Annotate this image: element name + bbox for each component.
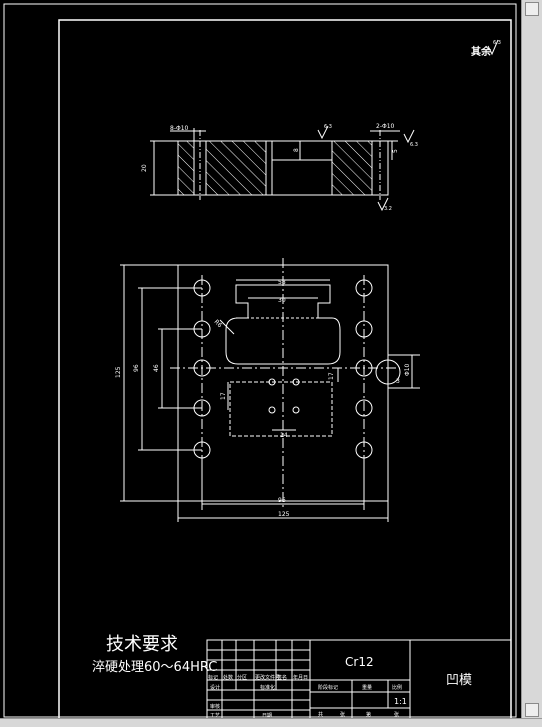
general-roughness-value: 6.3 xyxy=(493,40,501,46)
dim-bottom-outer: 125 xyxy=(278,511,290,518)
dim-small-pitch: 14 xyxy=(280,432,288,439)
tb-date: 日期 xyxy=(262,713,272,719)
vertical-scrollbar[interactable] xyxy=(521,0,542,727)
dim-left-holes: 8-Φ10 xyxy=(170,125,189,132)
tb-weight: 重量 xyxy=(362,684,372,691)
plan-view-dims: 58 30 R6 125 96 46 17 17 14 96 125 Φ10 3 xyxy=(115,279,411,518)
dim-top-width: 58 xyxy=(278,279,286,286)
tb-sheet-of: 第 xyxy=(366,711,371,718)
tech-requirements-note: 淬硬处理60～64HRC xyxy=(92,660,217,675)
dim-offset-left: 17 xyxy=(220,392,227,400)
tb-process: 工艺 xyxy=(210,713,220,719)
dim-inner-height: 96 xyxy=(133,364,140,372)
general-roughness-mark: 其余 6.3 xyxy=(471,39,501,58)
dim-inner-width: 30 xyxy=(278,297,286,304)
dim-outer-height: 125 xyxy=(115,366,122,378)
rough-bottom-value: 3.2 xyxy=(384,206,392,212)
rough-left-value: 6.3 xyxy=(324,124,332,130)
sheet-border xyxy=(3,3,517,718)
scroll-up-arrow-icon[interactable] xyxy=(525,2,539,16)
tb-standard: 标准化 xyxy=(260,684,275,691)
part-name-text: 凹模 xyxy=(446,673,472,688)
tb-designer: 设计 xyxy=(210,684,220,691)
rough-right-value: 6.3 xyxy=(410,142,418,148)
tb-sheet: 共 xyxy=(318,711,323,718)
scale-value: 1:1 xyxy=(394,697,407,706)
tb-label-zone: 分区 xyxy=(237,674,247,681)
drawing-frame xyxy=(58,19,512,719)
tb-scale-label: 比例 xyxy=(392,684,402,691)
tb-label-count: 处数 xyxy=(223,674,233,681)
tb-page: 张 xyxy=(340,711,345,718)
plan-view xyxy=(120,258,420,522)
scroll-down-arrow-icon[interactable] xyxy=(525,703,539,717)
tb-stage: 阶段标记 xyxy=(318,684,338,691)
title-block-text: Cr12 凹模 1:1 标记 处数 分区 更改文件号 签名 年月日 设计 标准化… xyxy=(208,655,472,719)
tb-label-sign: 签名 xyxy=(277,674,287,681)
dim-right-small: 5 xyxy=(392,149,399,153)
tb-page2: 张 xyxy=(394,711,399,718)
dim-radius: R6 xyxy=(213,318,224,329)
dim-detail-small: 3 xyxy=(396,378,400,385)
horizontal-scrollbar[interactable] xyxy=(0,718,542,727)
tb-review: 审核 xyxy=(210,703,220,710)
drawing-canvas: 其余 6.3 xyxy=(3,3,517,719)
dim-mid-height: 46 xyxy=(153,364,160,372)
tech-requirements-title: 技术要求 xyxy=(106,634,178,655)
general-roughness-text: 其余 xyxy=(471,45,492,58)
dim-inner-depth: 8 xyxy=(293,148,300,152)
dim-offset-right: 17 xyxy=(328,372,335,380)
dim-section-height: 20 xyxy=(141,164,148,172)
dim-detail-dia: Φ10 xyxy=(404,363,411,376)
dim-right-holes: 2-Φ10 xyxy=(376,123,395,130)
material-text: Cr12 xyxy=(345,655,374,669)
tb-label-date: 年月日 xyxy=(293,674,308,681)
dim-bottom-inner: 96 xyxy=(278,497,286,504)
tb-label-mark: 标记 xyxy=(208,674,218,681)
tb-label-change: 更改文件号 xyxy=(255,674,280,681)
section-view xyxy=(150,125,415,212)
section-view-dims: 8-Φ10 20 8 2-Φ10 5 6.3 6.3 3.2 xyxy=(141,123,418,212)
title-block xyxy=(206,639,512,719)
